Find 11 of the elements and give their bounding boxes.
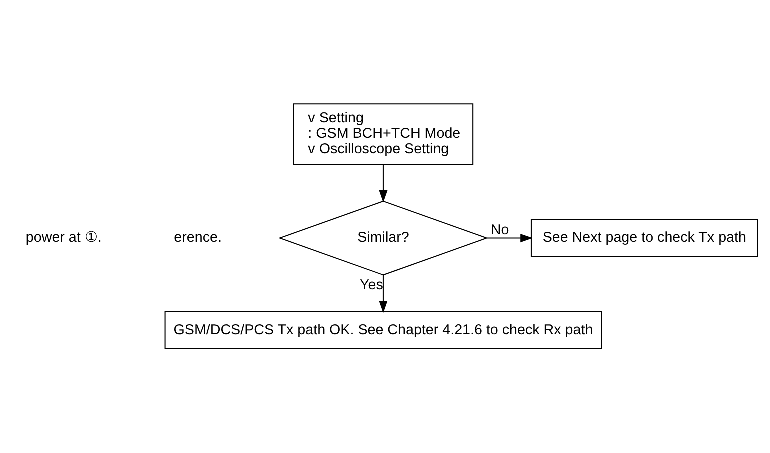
edge-label: Yes — [360, 278, 384, 294]
arrow — [487, 234, 533, 243]
arrow — [379, 164, 388, 203]
node-box: See Next page to check Tx path — [530, 219, 758, 258]
node-box: v Setting : GSM BCH+TCH Mode v Oscilloscope Setting — [293, 104, 474, 166]
label: erence. — [174, 230, 222, 246]
label: power at ①. — [26, 230, 102, 246]
edge-label: No — [490, 222, 510, 238]
arrow — [379, 275, 388, 314]
node-box: GSM/DCS/PCS Tx path OK. See Chapter 4.21.6 to check Rx path — [164, 312, 602, 350]
node-diamond: Similar? — [278, 200, 488, 276]
